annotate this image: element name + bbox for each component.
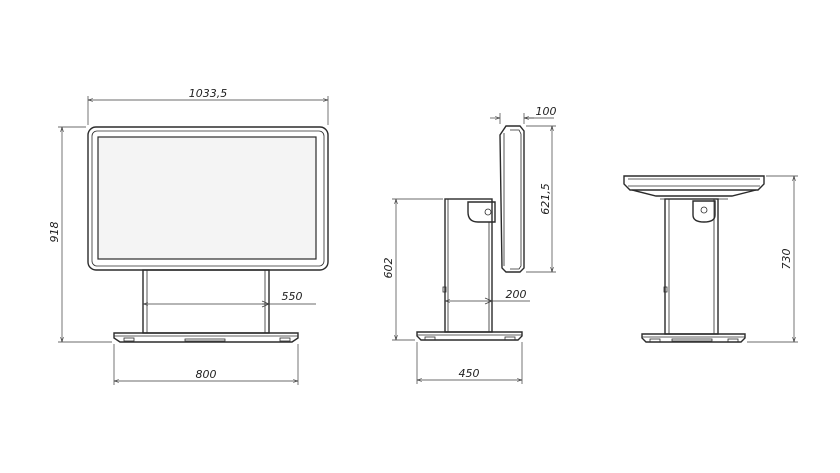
table-view: 730 [623, 175, 798, 343]
side-view: 100 621,5 602 200 450 [382, 105, 557, 384]
side-monitor [499, 125, 525, 273]
front-base-width-label: 800 [196, 368, 217, 381]
side-column-depth-label: 200 [506, 288, 527, 301]
side-base-depth-label: 450 [459, 367, 480, 380]
front-column-width-label: 550 [282, 290, 303, 303]
front-height-label: 918 [48, 222, 61, 243]
side-depth-label: 100 [536, 105, 557, 118]
side-base [416, 331, 523, 341]
front-width-label: 1033,5 [189, 87, 228, 100]
table-bracket [692, 200, 716, 223]
side-column [444, 198, 493, 333]
front-column [142, 269, 270, 334]
side-screen-height-label: 621,5 [539, 183, 552, 215]
table-top [623, 175, 765, 191]
table-base [641, 333, 746, 343]
front-base [113, 332, 299, 343]
table-underside [631, 189, 757, 197]
table-column [664, 198, 719, 335]
table-height-label: 730 [780, 249, 793, 270]
front-screen [97, 136, 317, 260]
front-view: 1033,5 918 550 800 [48, 87, 329, 385]
side-column-height-label: 602 [382, 258, 395, 279]
